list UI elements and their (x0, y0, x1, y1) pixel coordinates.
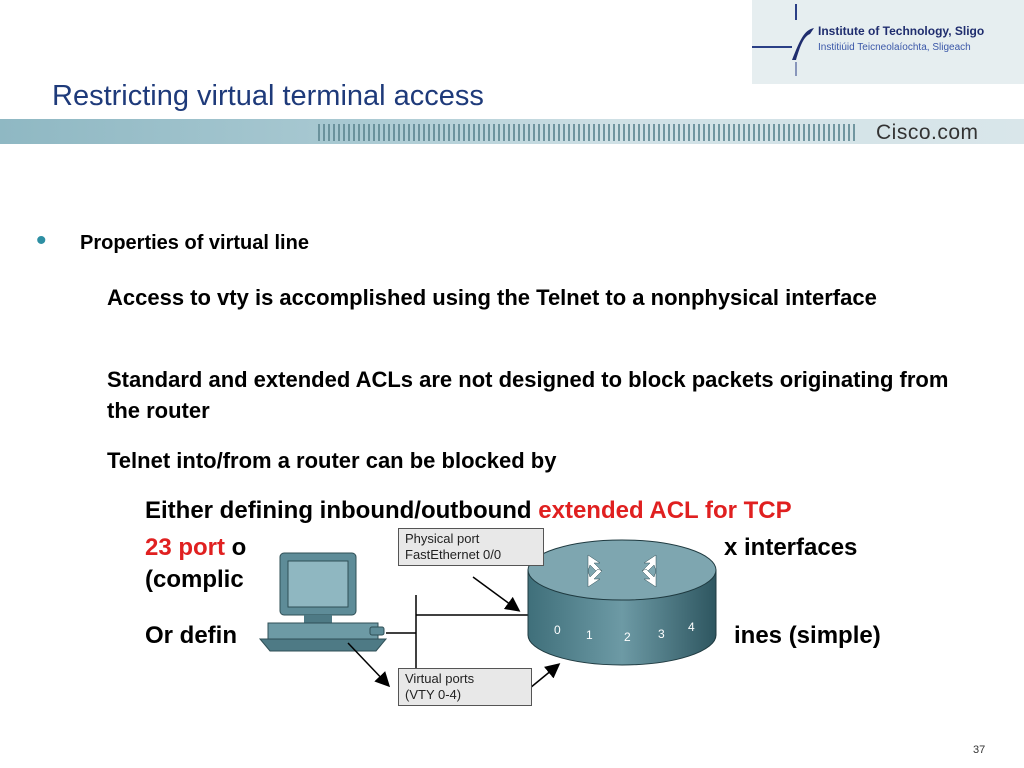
sligo-logo-icon (752, 4, 814, 76)
sub-point-2-highlight: 23 port (145, 534, 226, 561)
vty-label-3: 3 (658, 627, 665, 641)
point-1: Access to vty is accomplished using the … (107, 285, 877, 310)
virtual-ports-callout: Virtual ports (VTY 0-4) (398, 668, 532, 706)
logo-panel (752, 0, 1024, 84)
vty-label-0: 0 (554, 623, 561, 637)
sub-point-2: 23 port o (145, 534, 246, 562)
sub-point-1-text: Either defining inbound/outbound (145, 497, 539, 524)
header-band-stripes (318, 124, 858, 141)
router-diagram: 0 1 2 3 4 (258, 539, 717, 689)
sub-point-4: Or defin (145, 622, 238, 649)
sub-point-2-tail: x interfaces (724, 534, 858, 561)
virtual-ports-range: (VTY 0-4) (405, 687, 462, 702)
cisco-brand: Cisco.com (876, 121, 979, 144)
page-number: 37 (973, 744, 986, 756)
slide-title: Restricting virtual terminal access (52, 80, 484, 112)
physical-port-callout: Physical port FastEthernet 0/0 (398, 528, 544, 566)
computer-icon (258, 552, 388, 652)
sub-point-2-text: o (225, 534, 247, 561)
physical-port-label: Physical port (405, 531, 480, 546)
sub-point-4-tail: ines (simple) (734, 622, 881, 649)
institution-name: Institute of Technology, Sligo (818, 24, 985, 38)
vty-label-4: 4 (688, 620, 695, 634)
sub-point-1: Either defining inbound/outbound extende… (145, 497, 792, 525)
virtual-ports-label: Virtual ports (405, 671, 475, 686)
sub-point-3: (complic (145, 566, 244, 593)
physical-port-name: FastEthernet 0/0 (405, 547, 502, 562)
sub-point-1-highlight: extended ACL for TCP (538, 497, 792, 524)
vty-label-1: 1 (586, 628, 593, 642)
institution-name-irish: Institiúid Teicneolaíochta, Sligeach (818, 42, 971, 53)
point-3: Telnet into/from a router can be blocked… (107, 448, 557, 473)
heading-bullet: Properties of virtual line (80, 232, 309, 254)
vty-label-2: 2 (624, 630, 631, 644)
bullet-dot: • (36, 224, 47, 257)
point-2: Standard and extended ACLs are not desig… (107, 367, 949, 423)
router-icon (527, 539, 717, 666)
